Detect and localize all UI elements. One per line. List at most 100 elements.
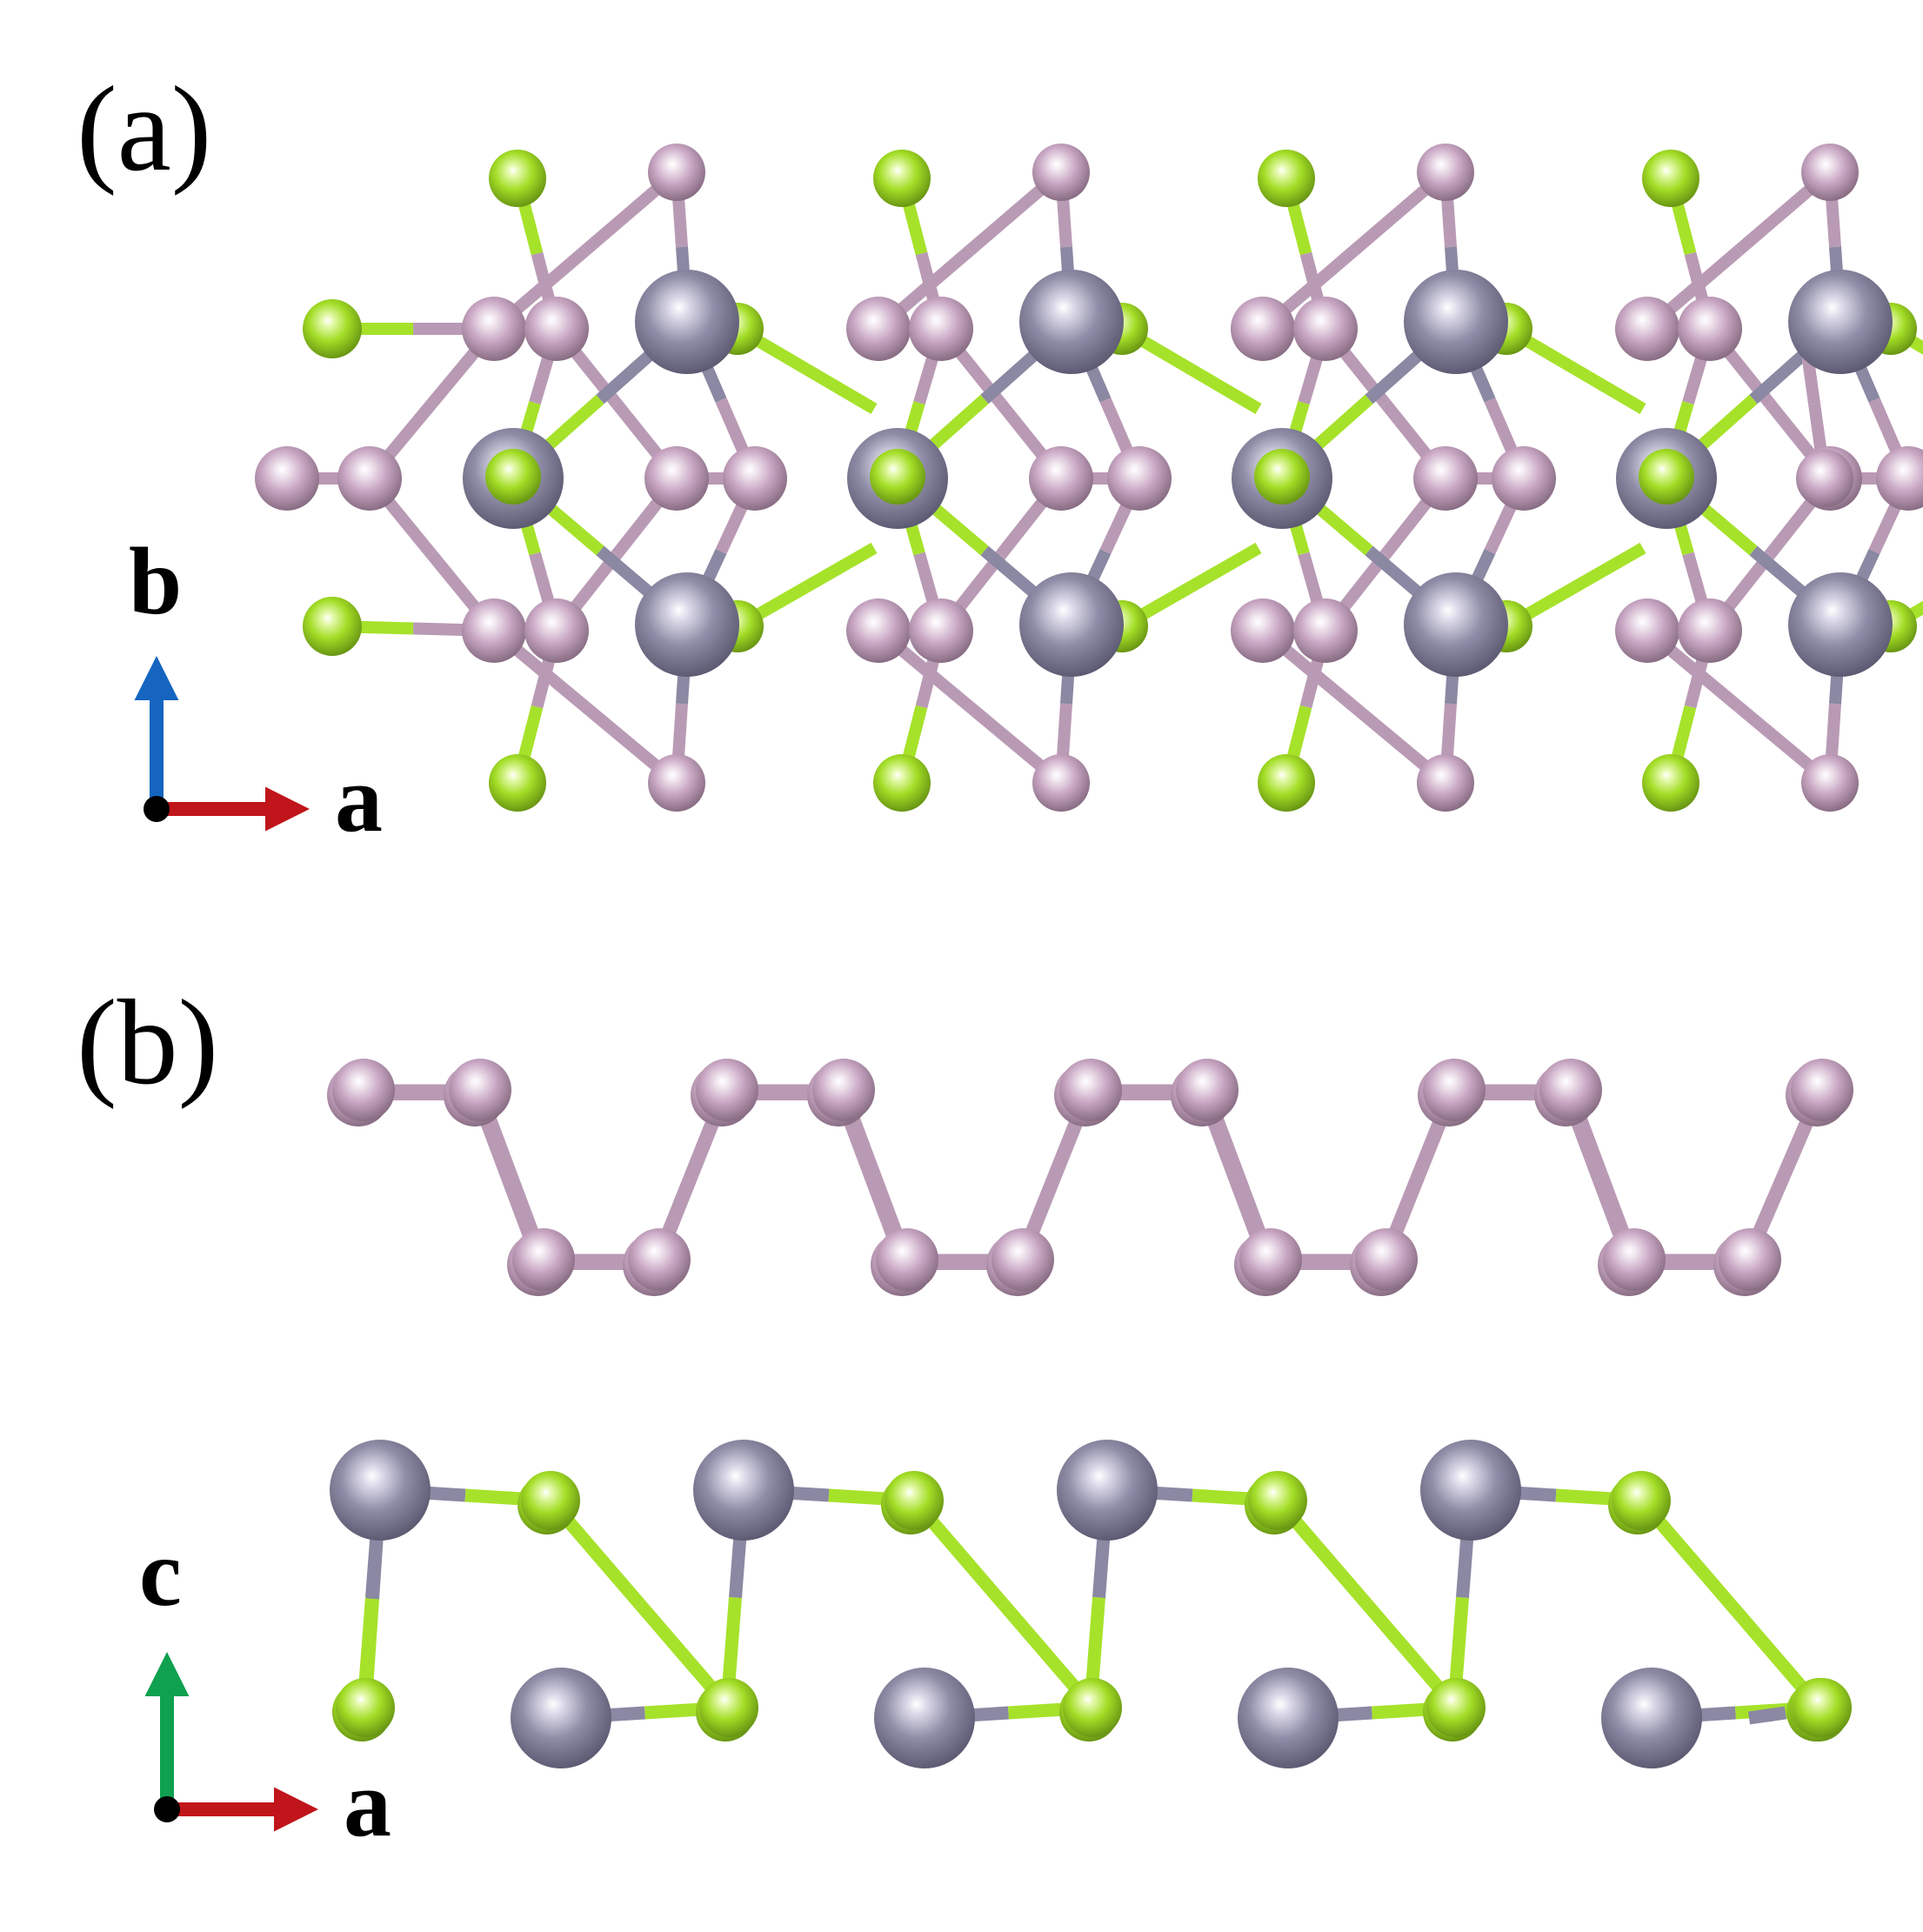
gray-atom: [1788, 270, 1893, 374]
bond: [1572, 542, 1646, 593]
pink-atom: [524, 297, 589, 361]
bond: [803, 542, 878, 593]
pink-atom: [648, 754, 705, 812]
green-atom: [1639, 449, 1694, 505]
a-axis-label: a: [344, 1750, 391, 1856]
green-atom: [873, 150, 931, 207]
pink-atom: [1107, 446, 1172, 511]
gray-atom: [1420, 1440, 1521, 1541]
panel-a: (a) b a: [77, 62, 1923, 852]
pink-atom: [644, 446, 709, 511]
panel-a-axes: b a: [129, 528, 383, 852]
axis-origin-dot: [144, 796, 170, 822]
pink-atom: [1231, 598, 1295, 663]
panel-b-atoms: [327, 1059, 1853, 1768]
gray-atom: [511, 1668, 611, 1768]
green-atom: [1642, 754, 1699, 812]
pink-atom: [1678, 598, 1742, 663]
pink-atom: [1615, 297, 1679, 361]
panel-a-label: (a): [77, 62, 211, 197]
pink-atom: [992, 1228, 1054, 1291]
gray-atom: [1057, 1440, 1158, 1541]
pink-atom: [1492, 446, 1556, 511]
pink-atom: [1801, 754, 1859, 812]
gray-atom: [635, 270, 739, 374]
pink-atom: [1423, 1059, 1486, 1121]
pink-atom: [462, 598, 526, 663]
pink-atom: [1413, 446, 1478, 511]
pink-atom: [1791, 1059, 1853, 1121]
pink-atom: [648, 144, 705, 201]
pink-atom: [696, 1059, 758, 1121]
bond: [1186, 363, 1262, 415]
axis-origin-dot: [154, 1796, 180, 1822]
pink-atom: [1801, 144, 1859, 201]
gray-atom: [1404, 572, 1508, 677]
green-atom: [489, 754, 546, 812]
panel-b-axes: c a: [139, 1520, 391, 1856]
pink-atom: [628, 1228, 691, 1291]
pink-atom: [846, 297, 911, 361]
pink-atom: [1417, 754, 1474, 812]
pink-atom: [1176, 1059, 1239, 1121]
gray-atom: [635, 572, 739, 677]
panel-b-label: (b): [77, 975, 218, 1110]
bond: [1187, 542, 1262, 593]
pink-atom: [462, 297, 526, 361]
pink-atom: [1293, 598, 1358, 663]
green-atom: [1254, 449, 1310, 505]
green-atom: [303, 299, 362, 358]
gray-atom: [1404, 270, 1508, 374]
gray-atom: [1238, 1668, 1339, 1768]
green-atom: [489, 150, 546, 207]
gray-atom: [1601, 1668, 1702, 1768]
green-atom: [521, 1471, 580, 1530]
pink-atom: [1355, 1228, 1418, 1291]
pink-atom: [1032, 144, 1090, 201]
green-atom: [870, 449, 925, 505]
pink-atom: [332, 1059, 395, 1121]
b-axis-label: b: [129, 528, 182, 634]
gray-atom: [1788, 572, 1893, 677]
pink-atom: [1032, 754, 1090, 812]
pink-atom: [1231, 297, 1295, 361]
green-atom: [1426, 1678, 1486, 1737]
green-atom: [1612, 1471, 1671, 1530]
pink-atom: [876, 1228, 938, 1291]
green-atom: [699, 1678, 758, 1737]
pink-atom: [512, 1228, 575, 1291]
pink-atom: [1796, 450, 1853, 507]
panel-b-bonds: [357, 1084, 1827, 1725]
pink-atom: [846, 598, 911, 663]
gray-atom: [330, 1440, 431, 1541]
a-axis-label: a: [335, 745, 383, 852]
green-atom: [1258, 150, 1315, 207]
gray-atom: [693, 1440, 794, 1541]
pink-atom: [1539, 1059, 1602, 1121]
green-atom: [1642, 150, 1699, 207]
pink-atom: [255, 446, 319, 511]
green-atom: [1248, 1471, 1307, 1530]
green-atom: [1258, 754, 1315, 812]
pink-atom: [1719, 1228, 1781, 1291]
pink-atom: [1029, 446, 1093, 511]
pink-atom: [1293, 297, 1358, 361]
pink-atom: [337, 446, 402, 511]
pink-atom: [524, 598, 589, 663]
pink-atom: [723, 446, 787, 511]
bond: [1747, 1706, 1787, 1725]
green-atom: [303, 597, 362, 656]
panel-b: (b) c a: [77, 975, 1853, 1856]
pink-atom: [1876, 446, 1923, 511]
pink-atom: [909, 598, 973, 663]
gray-atom: [1019, 572, 1124, 677]
pink-atom: [1678, 297, 1742, 361]
bond: [1571, 363, 1646, 415]
pink-atom: [1059, 1059, 1122, 1121]
green-atom: [1063, 1678, 1122, 1737]
green-atom: [873, 754, 931, 812]
gray-atom: [1019, 270, 1124, 374]
gray-atom: [874, 1668, 975, 1768]
green-atom: [336, 1678, 395, 1737]
pink-atom: [812, 1059, 875, 1121]
